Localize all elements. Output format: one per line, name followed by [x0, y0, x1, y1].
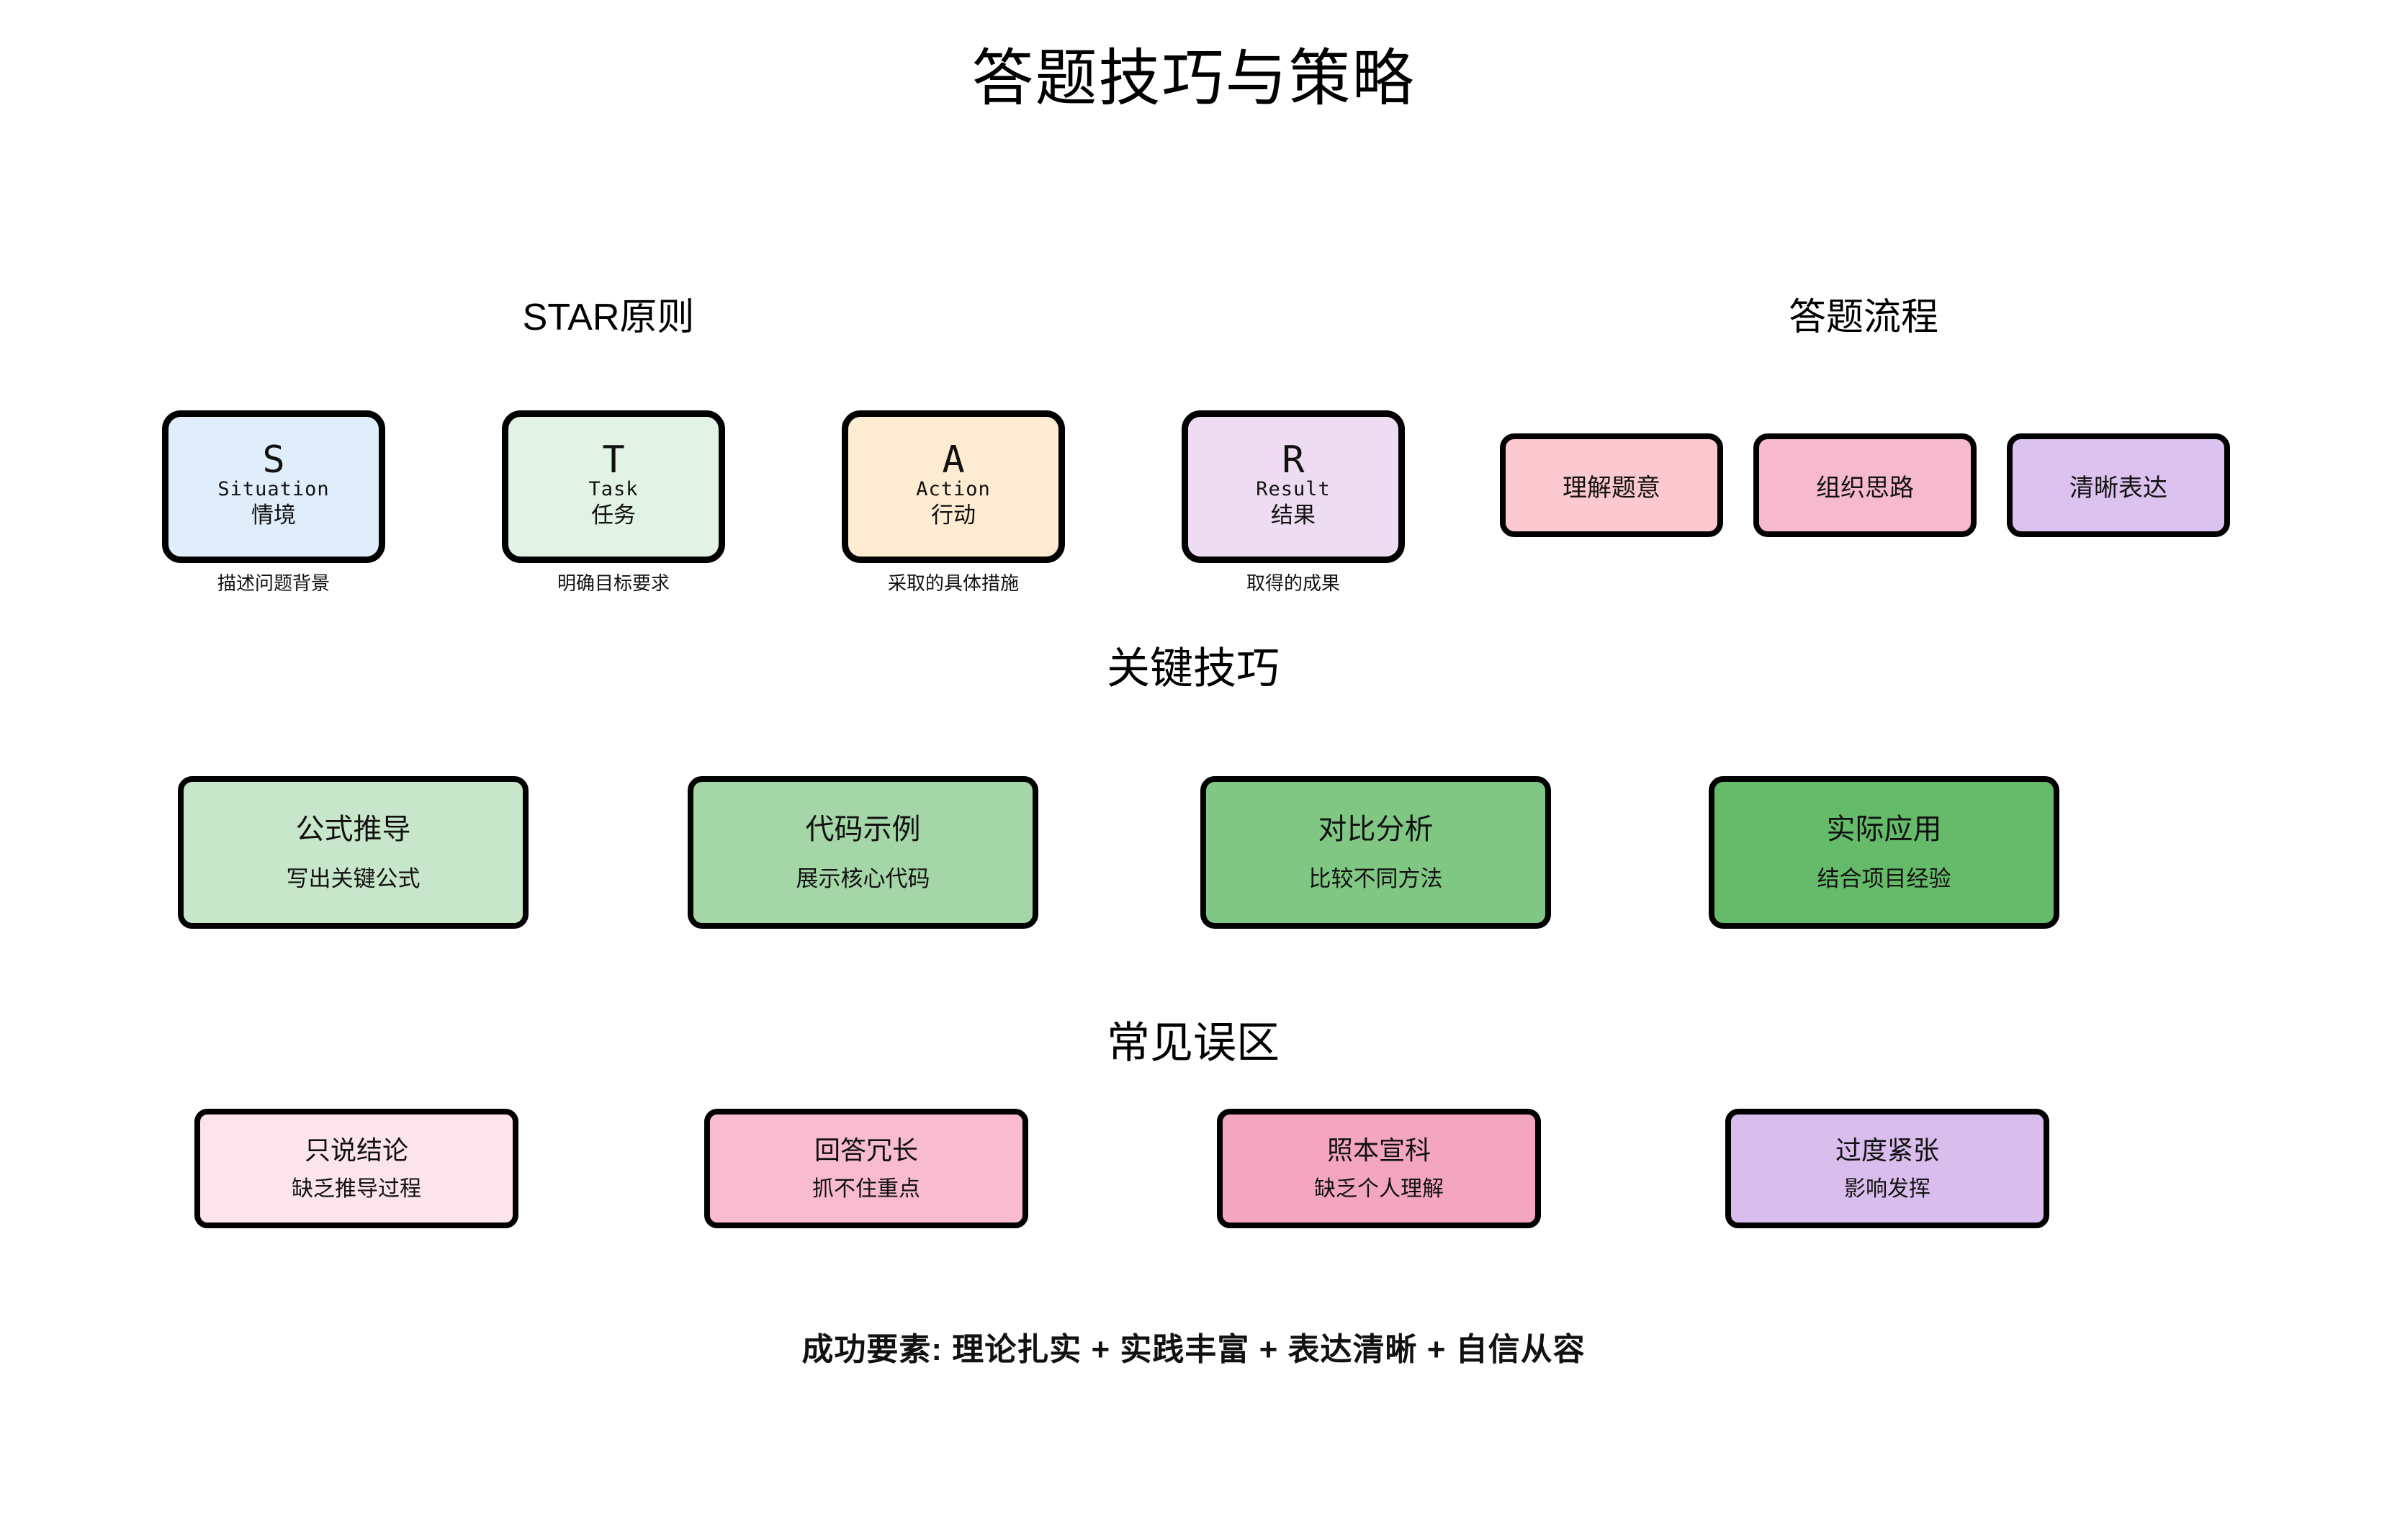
section-heading-star: STAR原则: [522, 297, 695, 338]
star-letter: S: [262, 438, 285, 482]
star-caption-situation: 描述问题背景: [217, 572, 330, 594]
star-english-label: Action: [916, 477, 991, 500]
star-caption-task: 明确目标要求: [557, 572, 670, 594]
footer-success-factors: 成功要素: 理论扎实 + 实践丰富 + 表达清晰 + 自信从容: [801, 1332, 1586, 1367]
flow-card-label: 组织思路: [1816, 474, 1914, 502]
star-chinese-label: 情境: [251, 502, 296, 528]
star-chinese-label: 任务: [591, 502, 636, 528]
pitfall-card-conclusion-only[interactable]: 只说结论 缺乏推导过程: [194, 1109, 518, 1228]
pitfall-card-title: 照本宣科: [1326, 1135, 1431, 1166]
section-heading-techniques: 关键技巧: [1107, 644, 1280, 693]
technique-card-subtitle: 展示核心代码: [796, 866, 930, 892]
star-letter: T: [602, 438, 625, 482]
star-caption-result: 取得的成果: [1246, 572, 1340, 594]
pitfall-card-subtitle: 缺乏推导过程: [292, 1176, 421, 1201]
pitfall-card-subtitle: 缺乏个人理解: [1314, 1176, 1444, 1201]
pitfall-card-title: 回答冗长: [814, 1135, 918, 1166]
star-english-label: Situation: [217, 477, 330, 500]
star-chinese-label: 行动: [931, 502, 976, 528]
section-heading-pitfalls: 常见误区: [1107, 1019, 1280, 1067]
flow-card-express[interactable]: 清晰表达: [2007, 433, 2230, 537]
star-letter: A: [942, 438, 965, 482]
pitfall-card-subtitle: 影响发挥: [1844, 1176, 1930, 1201]
technique-card-title: 代码示例: [805, 814, 921, 846]
technique-card-subtitle: 结合项目经验: [1817, 866, 1951, 892]
star-card-task[interactable]: T Task 任务: [502, 410, 725, 563]
pitfall-card-subtitle: 抓不住重点: [812, 1176, 920, 1201]
star-english-label: Task: [588, 477, 639, 500]
flow-card-label: 清晰表达: [2069, 474, 2167, 502]
section-heading-flow: 答题流程: [1788, 297, 1938, 338]
pitfall-card-rote[interactable]: 照本宣科 缺乏个人理解: [1217, 1109, 1541, 1228]
page-title: 答题技巧与策略: [971, 44, 1416, 113]
star-card-action[interactable]: A Action 行动: [842, 410, 1065, 563]
technique-card-code[interactable]: 代码示例 展示核心代码: [688, 776, 1038, 929]
technique-card-comparison[interactable]: 对比分析 比较不同方法: [1200, 776, 1551, 929]
star-chinese-label: 结果: [1271, 502, 1316, 528]
pitfall-card-title: 过度紧张: [1835, 1135, 1939, 1166]
star-card-result[interactable]: R Result 结果: [1182, 410, 1405, 563]
star-letter: R: [1282, 438, 1305, 482]
star-caption-action: 采取的具体措施: [887, 572, 1019, 594]
flow-card-organize[interactable]: 组织思路: [1753, 433, 1977, 537]
flow-card-label: 理解题意: [1563, 474, 1660, 502]
technique-card-application[interactable]: 实际应用 结合项目经验: [1709, 776, 2059, 929]
technique-card-subtitle: 写出关键公式: [286, 866, 421, 892]
pitfall-card-nervous[interactable]: 过度紧张 影响发挥: [1725, 1109, 2049, 1228]
technique-card-subtitle: 比较不同方法: [1308, 866, 1443, 892]
technique-card-formula[interactable]: 公式推导 写出关键公式: [178, 776, 529, 929]
star-english-label: Result: [1256, 477, 1331, 500]
technique-card-title: 实际应用: [1826, 814, 1942, 846]
technique-card-title: 对比分析: [1318, 814, 1434, 846]
star-card-situation[interactable]: S Situation 情境: [162, 410, 385, 563]
technique-card-title: 公式推导: [295, 814, 411, 846]
flow-card-understand[interactable]: 理解题意: [1500, 433, 1723, 537]
pitfall-card-title: 只说结论: [304, 1135, 408, 1166]
pitfall-card-too-long[interactable]: 回答冗长 抓不住重点: [704, 1109, 1028, 1228]
